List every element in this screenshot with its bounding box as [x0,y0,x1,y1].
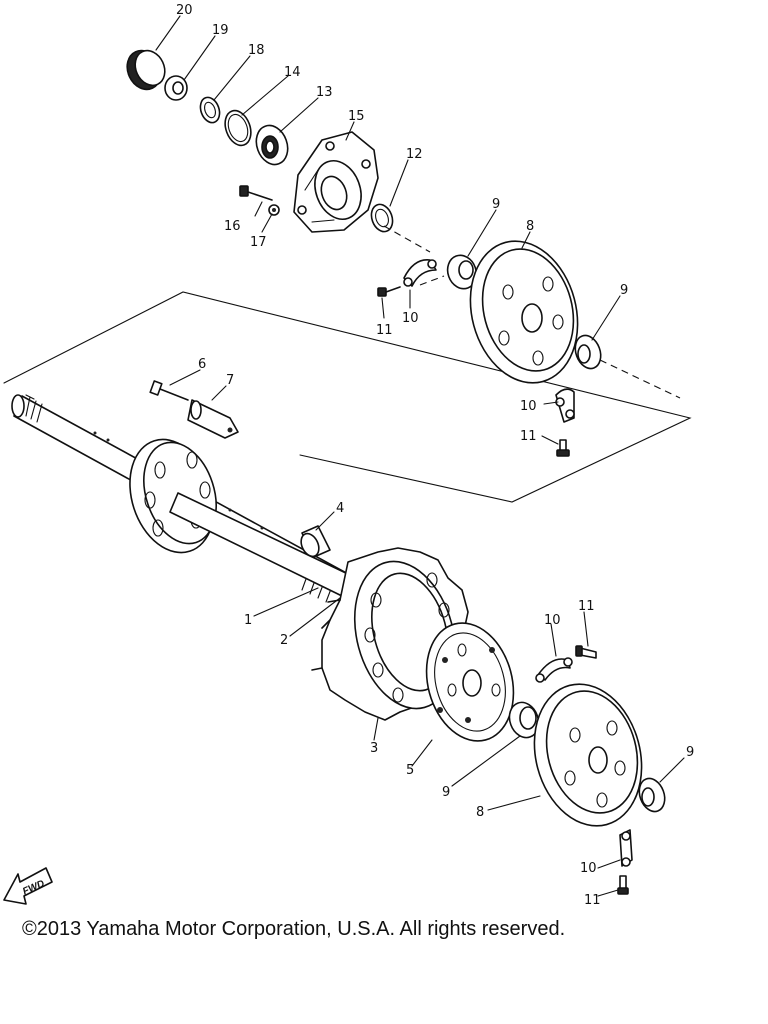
idler-wheel-upper [469,240,579,384]
clamp-10-c [535,657,573,683]
bolt-16 [239,185,273,201]
callout-10-upper: 10 [402,311,419,326]
callout-8-upper: 8 [526,219,534,234]
callout-11-lower-right: 11 [584,893,601,908]
callout-9-lower-right: 9 [686,745,694,760]
bearing-lower-right [638,777,666,813]
bracket-7 [187,399,239,439]
subassembly-outline [3,291,692,503]
callout-9-lower: 9 [442,785,450,800]
upper-axis-line-2 [419,275,445,286]
callout-4: 4 [336,501,344,516]
bolt-11-c [575,645,597,659]
callout-13: 13 [316,85,333,100]
callout-17: 17 [250,235,267,250]
callout-10-lower: 10 [544,613,561,628]
washer-17 [268,204,280,216]
callout-8-lower: 8 [476,805,484,820]
bearing-housing-15 [293,131,379,233]
callout-14: 14 [284,65,301,80]
callout-7: 7 [226,373,234,388]
callout-16: 16 [224,219,241,234]
seal-12 [370,203,394,233]
shaft-flange [129,438,351,597]
callout-12: 12 [406,147,423,162]
clamp-10-d [619,829,633,867]
callout-11-lower: 11 [578,599,595,614]
bearing-upper [446,254,478,290]
copyright-notice: ©2013 Yamaha Motor Corporation, U.S.A. A… [22,918,566,940]
bolt-11-d [617,875,629,895]
clamp-10-b [555,388,575,423]
callout-11-upper-right: 11 [520,429,537,444]
hub-plate [425,622,515,742]
bolt-11-b [556,439,570,457]
idler-wheel-lower [533,683,643,827]
callout-18: 18 [248,43,265,58]
circlip-14 [224,109,252,147]
callout-9-upper: 9 [492,197,500,212]
callout-10-lower-right: 10 [580,861,597,876]
upper-axis-line-1 [383,225,431,253]
bolt-6 [149,380,189,401]
leader-lines [155,15,685,897]
callout-19: 19 [212,23,229,38]
callout-15: 15 [348,109,365,124]
callout-5: 5 [406,763,414,778]
callout-1: 1 [244,613,252,628]
callout-9-upper-right: 9 [620,283,628,298]
spacer-collar [300,525,331,558]
callout-10-upper-right: 10 [520,399,537,414]
callout-2: 2 [280,633,288,648]
bearing-13 [255,124,289,166]
clamp-10-a [403,259,437,287]
callout-6: 6 [198,357,206,372]
bearing-lower [508,701,540,739]
bolt-11-a [377,286,401,297]
forward-arrow-icon: FWD [3,867,53,905]
callout-labels: 20 19 18 14 13 15 12 16 17 9 8 10 11 9 6… [176,3,694,908]
upper-axis-line-3 [599,359,681,399]
oil-seal-20 [126,49,166,91]
washer-18 [199,96,221,124]
callout-20: 20 [176,3,193,18]
nut-19 [164,75,188,101]
bearing-upper-right [574,334,602,370]
callout-11-upper: 11 [376,323,393,338]
callout-3: 3 [370,741,378,756]
